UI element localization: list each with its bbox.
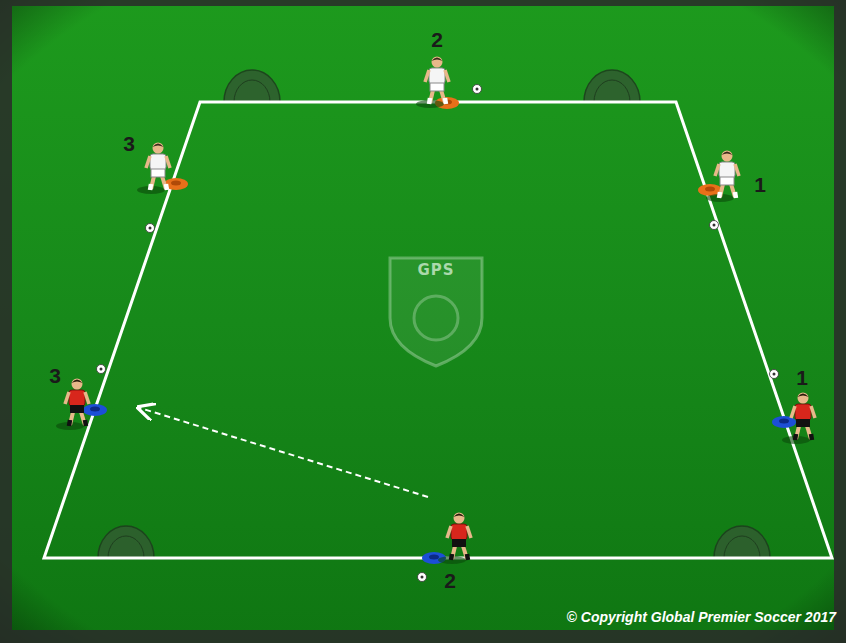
watermark: GPS (417, 263, 454, 278)
copyright-note: © Copyright Global Premier Soccer 2017 (567, 610, 836, 624)
callout-number: 3 (49, 365, 61, 386)
callout-number: 2 (431, 29, 443, 50)
callout-number: 2 (444, 570, 456, 591)
callout-number: 1 (754, 174, 766, 195)
callout-number: 3 (123, 133, 135, 154)
callout-number: 1 (796, 367, 808, 388)
